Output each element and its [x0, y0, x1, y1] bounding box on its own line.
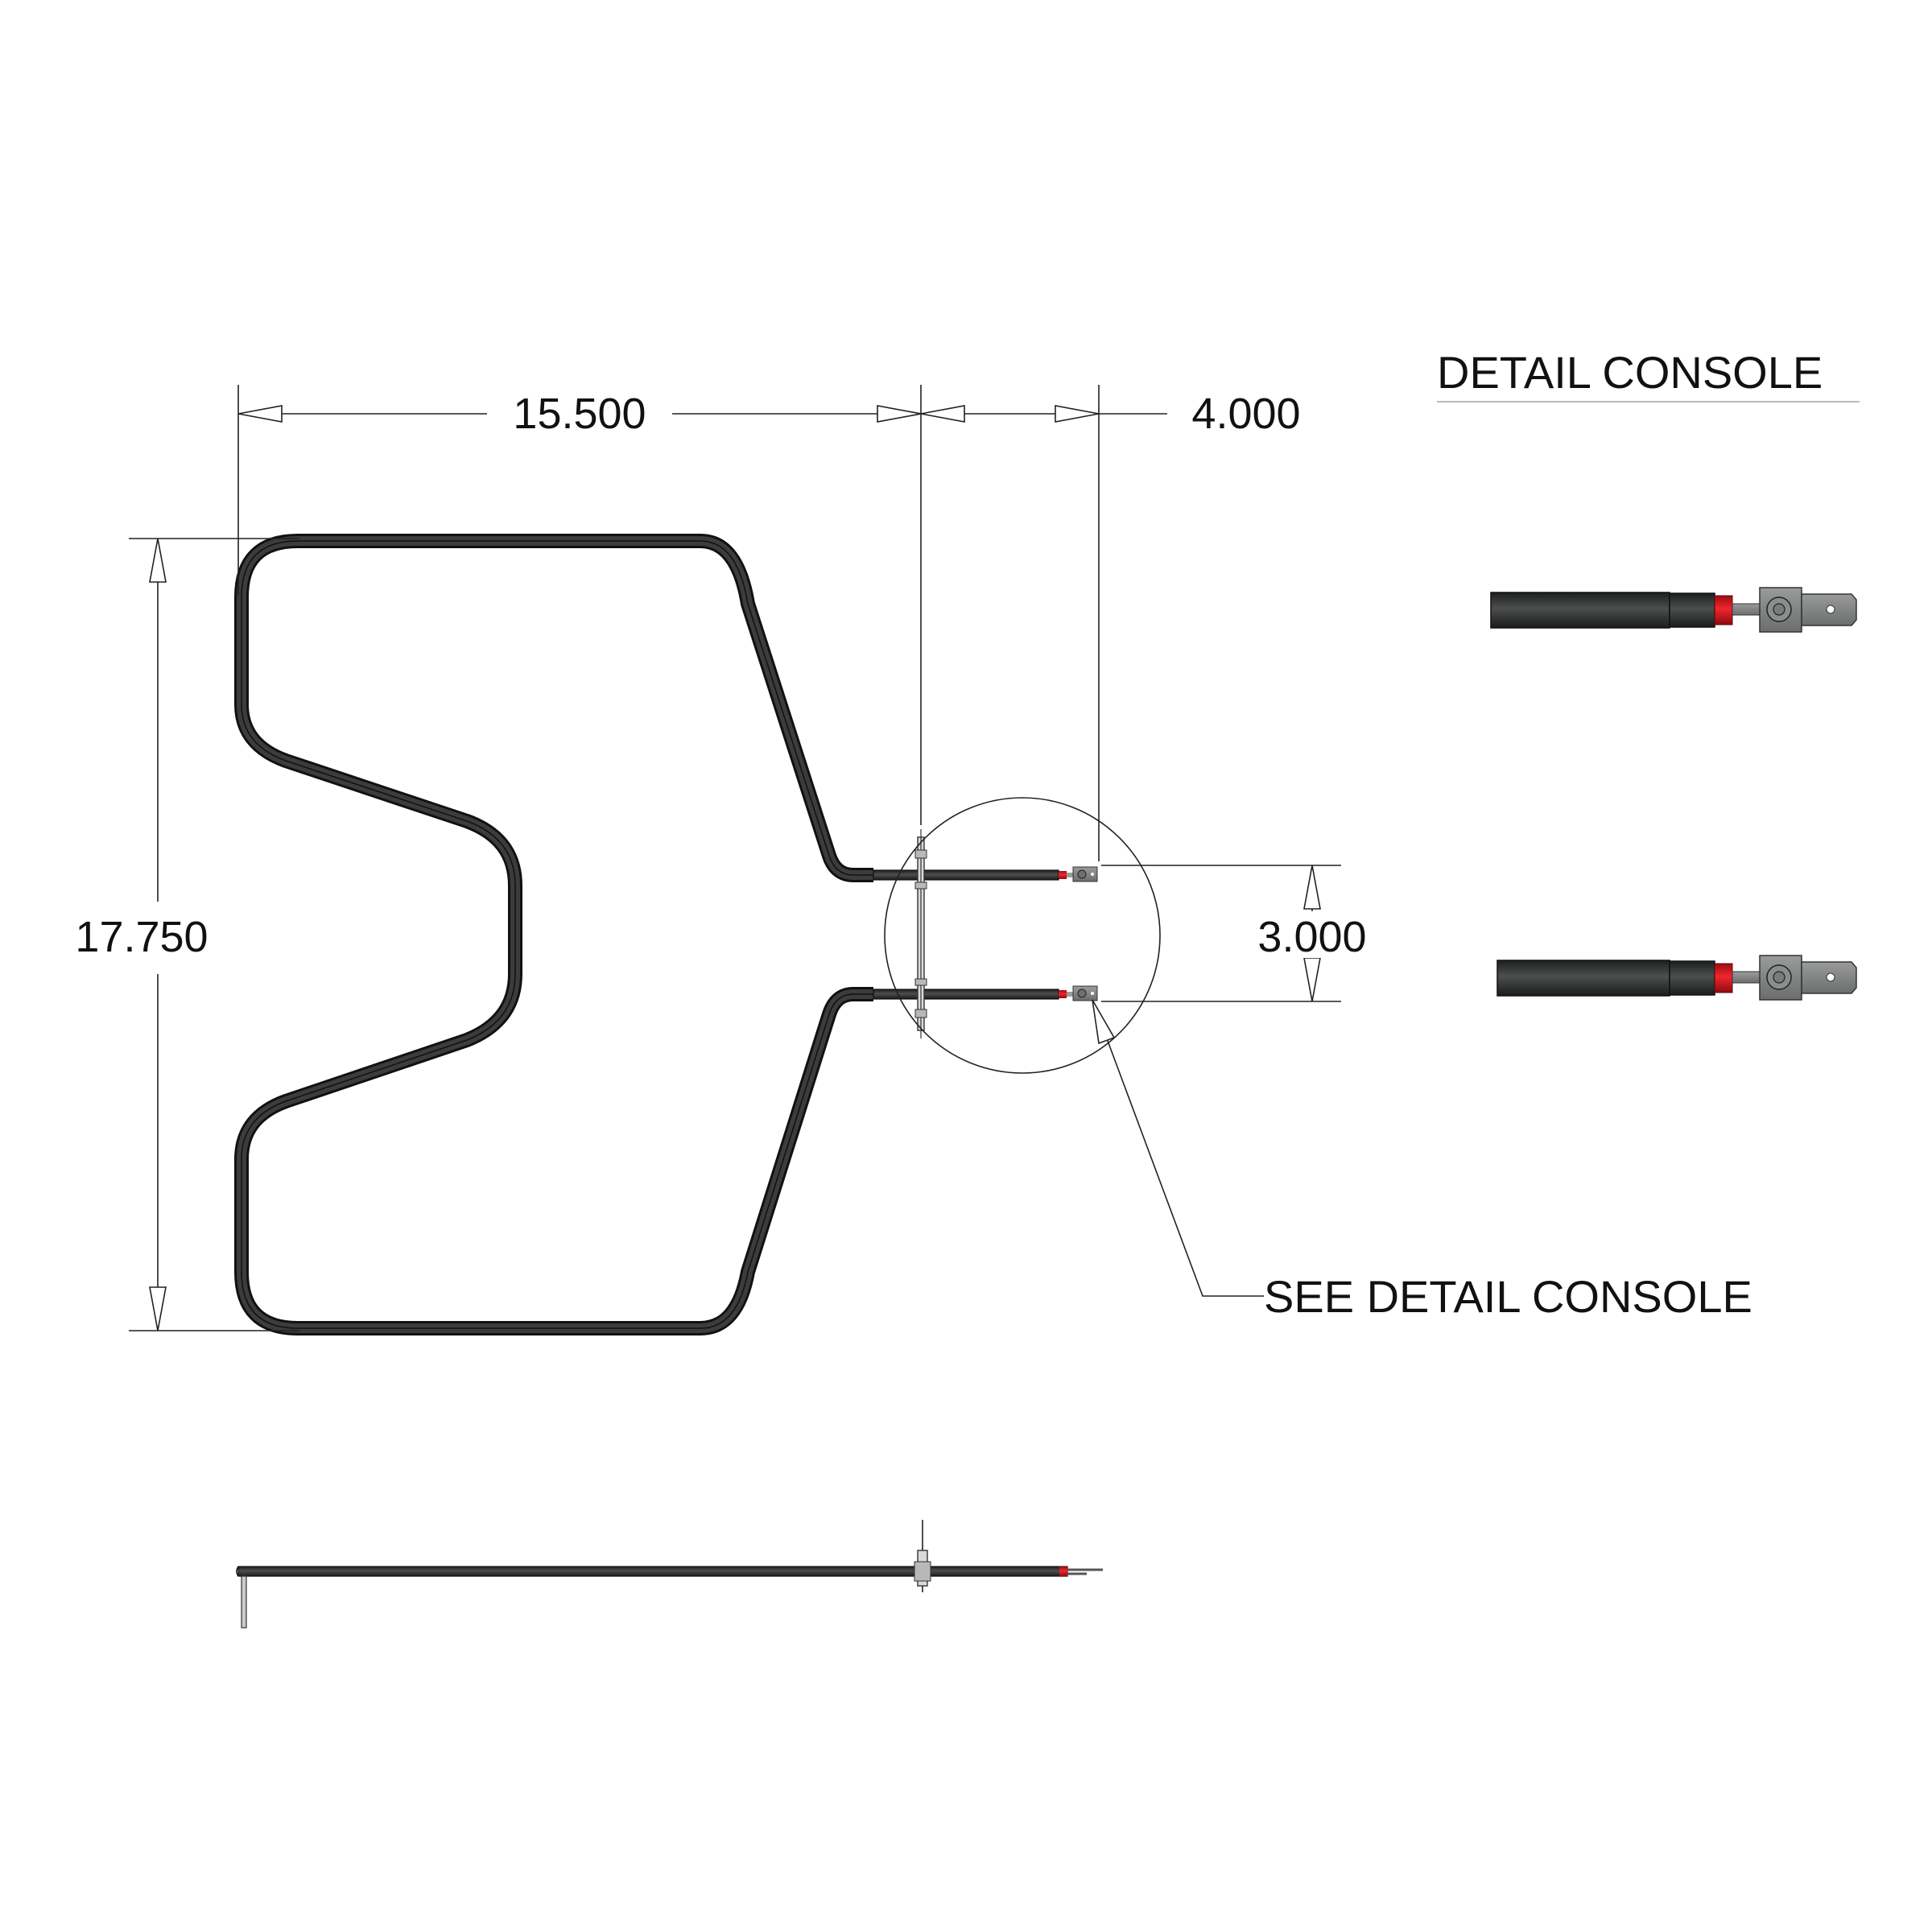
- detail-upper-tab-hole: [1826, 605, 1835, 614]
- arrow-3000-bottom: [1303, 957, 1321, 1002]
- side-view-bracket-nut: [914, 1561, 931, 1582]
- detail-upper-screw-inner: [1773, 603, 1785, 616]
- detail-terminal-upper: [1490, 587, 1857, 633]
- arrow-17750-bottom: [149, 1286, 167, 1331]
- callout-leader: [1092, 999, 1264, 1297]
- lower-red-insulator: [1059, 990, 1067, 998]
- upper-red-insulator: [1059, 871, 1067, 879]
- dimension-17750: 17.750: [75, 913, 208, 961]
- arrow-15500-left: [237, 405, 283, 423]
- detail-console-title: DETAIL CONSOLE: [1437, 347, 1823, 398]
- dimension-3000: 3.000: [1257, 913, 1366, 961]
- vertical-dimension-terminal-spacing: 3.000: [1101, 865, 1383, 1002]
- detail-lower-tab-hole: [1826, 972, 1835, 982]
- side-view-red-insulator: [1059, 1567, 1067, 1576]
- upper-terminal-hole: [1091, 873, 1094, 876]
- lower-terminal-stub: [1067, 992, 1073, 997]
- lower-terminal-screw: [1077, 989, 1087, 998]
- bracket-stud-bottom: [914, 1009, 927, 1018]
- callout-arrow: [1092, 999, 1116, 1045]
- dimension-15500: 15.500: [513, 390, 646, 438]
- detail-lower-sheath-end: [1669, 960, 1715, 996]
- bracket-stud-upper: [914, 881, 927, 890]
- arrow-4000-left: [920, 405, 965, 423]
- dimension-4000: 4.000: [1191, 390, 1300, 438]
- heating-element-front-view: [234, 534, 1098, 1335]
- arrow-3000-top: [1303, 865, 1321, 910]
- vertical-dimension-height: 17.750: [75, 538, 299, 1331]
- dim-3000-text-mask: [1246, 911, 1383, 958]
- detail-lower-tube: [1496, 960, 1670, 997]
- heating-element-tube-inner-line: [241, 540, 873, 1329]
- upper-lead-tube: [873, 869, 1059, 881]
- arrow-17750-top: [149, 538, 167, 583]
- callout-see-detail-console: SEE DETAIL CONSOLE: [1264, 1271, 1752, 1322]
- arrow-4000-right: [1055, 405, 1100, 423]
- lower-lead-tube: [873, 989, 1059, 1000]
- detail-lower-screw-inner: [1773, 971, 1785, 984]
- side-view-tube: [237, 1566, 1068, 1577]
- detail-circle: [884, 797, 1161, 1074]
- detail-upper-pin: [1732, 603, 1761, 616]
- arrow-15500-right: [877, 405, 922, 423]
- heating-element-tube-outline: [234, 534, 873, 1335]
- side-view-leg: [241, 1575, 247, 1629]
- bracket-stud-lower: [914, 978, 927, 986]
- detail-terminal-lower: [1496, 955, 1857, 1001]
- heating-element-tube-body: [237, 536, 873, 1333]
- detail-upper-sheath-end: [1669, 592, 1715, 628]
- detail-upper-tube: [1490, 592, 1670, 629]
- side-view-tube-end-bend: [236, 1566, 239, 1577]
- heating-element-side-view: [236, 1520, 1103, 1629]
- detail-lower-pin: [1732, 971, 1761, 984]
- detail-lower-red-insulator: [1714, 963, 1733, 993]
- upper-terminal-screw: [1077, 869, 1087, 879]
- upper-terminal-stub: [1067, 873, 1073, 877]
- detail-console-title-block: DETAIL CONSOLE: [1437, 347, 1860, 402]
- horizontal-dimensions: 15.500 4.000: [237, 385, 1301, 861]
- detail-callout: SEE DETAIL CONSOLE: [884, 797, 1752, 1322]
- bracket-stud-top: [914, 849, 927, 859]
- lower-terminal-hole: [1091, 992, 1094, 995]
- detail-upper-red-insulator: [1714, 595, 1733, 625]
